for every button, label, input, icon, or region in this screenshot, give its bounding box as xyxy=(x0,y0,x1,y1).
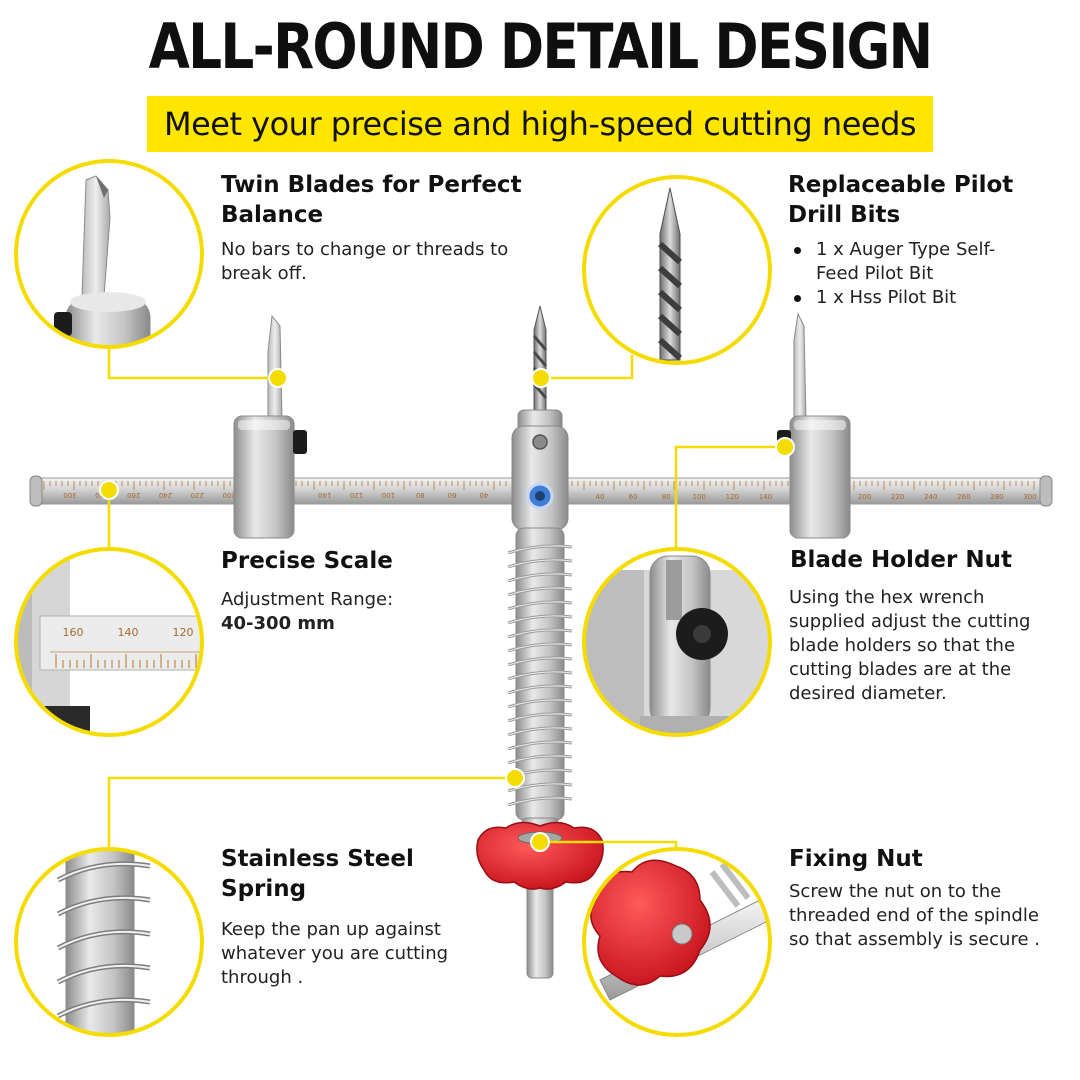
zoom-coil-highlight xyxy=(57,964,151,983)
scale-label: 40 xyxy=(596,493,605,501)
precise-scale-range-label: Adjustment Range: xyxy=(221,589,394,610)
right-blade xyxy=(793,312,807,421)
pilot-bit-item: 1 x Auger Type Self-Feed Pilot Bit xyxy=(790,238,1020,286)
scale-label: 140 xyxy=(759,493,772,501)
scale-label: 300 xyxy=(63,491,76,499)
left-blade-holder xyxy=(233,415,307,539)
fixing-nut-heading: Fixing Nut xyxy=(789,846,923,872)
scale-label: 60 xyxy=(629,493,638,501)
connector-dots xyxy=(99,368,795,852)
scale-label: 260 xyxy=(127,491,140,499)
scale-label: 200 xyxy=(223,491,236,499)
zoom-scale-label: 140 xyxy=(118,626,139,639)
spring-coil-highlight xyxy=(507,713,573,722)
scale-label: 60 xyxy=(448,491,457,499)
scale-label: 240 xyxy=(924,493,937,501)
spring-closeup-circle xyxy=(14,847,204,1037)
spring-coil-highlight xyxy=(507,685,573,694)
blade-holder-nut-closeup-circle xyxy=(582,547,772,737)
scale-label: 220 xyxy=(891,493,904,501)
scale-label: 80 xyxy=(416,491,425,499)
fixing-nut-body: Screw the nut on to the threaded end of … xyxy=(789,881,1040,950)
spring-coil-highlight xyxy=(507,797,573,806)
scale-label: 260 xyxy=(957,493,970,501)
pilot-bits-list: 1 x Auger Type Self-Feed Pilot Bit 1 x H… xyxy=(790,238,1020,310)
zoom-coil-highlight xyxy=(57,930,151,949)
center-drill-bit xyxy=(532,305,548,413)
drill-bit-closeup-circle xyxy=(582,175,772,365)
scale-label: 220 xyxy=(191,491,204,499)
spring-coil-highlight xyxy=(507,601,573,610)
spring-coil-highlight xyxy=(507,657,573,666)
spindle xyxy=(507,409,573,979)
scale-label: 300 xyxy=(1023,493,1036,501)
blade-nut-heading: Blade Holder Nut xyxy=(790,547,1012,573)
spring-coil-highlight xyxy=(507,671,573,680)
spring-coil-highlight xyxy=(507,741,573,750)
scale-label: 240 xyxy=(159,491,172,499)
zoom-scale-label: 120 xyxy=(173,626,194,639)
spring-coil-highlight xyxy=(507,629,573,638)
spring-coil-highlight xyxy=(507,727,573,736)
subtitle-banner: Meet your precise and high-speed cutting… xyxy=(147,96,933,152)
zoom-coil-highlight xyxy=(57,862,151,881)
spring-coil-highlight xyxy=(507,699,573,708)
subtitle: Meet your precise and high-speed cutting… xyxy=(163,105,917,143)
scale-label: 100 xyxy=(382,491,395,499)
spring-coil-highlight xyxy=(507,783,573,792)
spring-coil-highlight xyxy=(507,615,573,624)
spring-coil-highlight xyxy=(507,573,573,582)
zoom-spring-coils xyxy=(56,861,151,1019)
scale-ticks: 300 280 260 240 220 200 140 120 100 80 60 40 40 60 80 1… xyxy=(43,481,1037,501)
scale-label: 140 xyxy=(318,491,331,499)
precise-scale-range-value: 40-300 mm xyxy=(221,613,335,634)
spring-coil-highlight xyxy=(507,755,573,764)
spring-heading: Stainless Steel Spring xyxy=(221,846,414,902)
pilot-bit-item: 1 x Hss Pilot Bit xyxy=(790,286,1020,310)
scale-label: 120 xyxy=(726,493,739,501)
spring-body: Keep the pan up against whatever you are… xyxy=(221,919,449,988)
right-blade-holder xyxy=(777,415,851,539)
scale-label: 40 xyxy=(480,491,489,499)
zoom-coil-highlight xyxy=(57,998,151,1017)
scale-label: 280 xyxy=(990,493,1003,501)
zoom-ticks: 160 140 120 xyxy=(50,626,202,668)
scale-closeup-circle: 160 140 120 xyxy=(14,547,204,737)
spring-coils xyxy=(507,544,573,807)
spring-coil-highlight xyxy=(507,587,573,596)
precise-scale-heading: Precise Scale xyxy=(221,548,393,574)
fixing-nut-closeup-circle xyxy=(582,847,772,1037)
blade-nut-body: Using the hex wrench supplied adjust the… xyxy=(789,587,1031,704)
twin-blades-heading: Twin Blades for Perfect Balance xyxy=(221,172,522,228)
twin-blades-body: No bars to change or threads to break of… xyxy=(221,239,509,284)
connector-lines xyxy=(107,347,785,849)
spring-coil-highlight xyxy=(507,545,573,554)
zoom-coil-highlight xyxy=(57,896,151,915)
pilot-bits-heading: Replaceable Pilot Drill Bits xyxy=(788,172,1014,228)
blade-closeup-circle xyxy=(14,159,204,349)
scale-label: 100 xyxy=(693,493,706,501)
left-blade xyxy=(267,314,283,421)
scale-label: 120 xyxy=(350,491,363,499)
page-title: ALL-ROUND DETAIL DESIGN xyxy=(148,10,934,83)
zoom-scale-label: 160 xyxy=(63,626,84,639)
precise-scale-body: Adjustment Range: 40-300 mm xyxy=(221,588,481,636)
spring-coil-highlight xyxy=(507,559,573,568)
scale-label: 80 xyxy=(662,493,671,501)
spring-coil-highlight xyxy=(507,643,573,652)
scale-label: 200 xyxy=(858,493,871,501)
